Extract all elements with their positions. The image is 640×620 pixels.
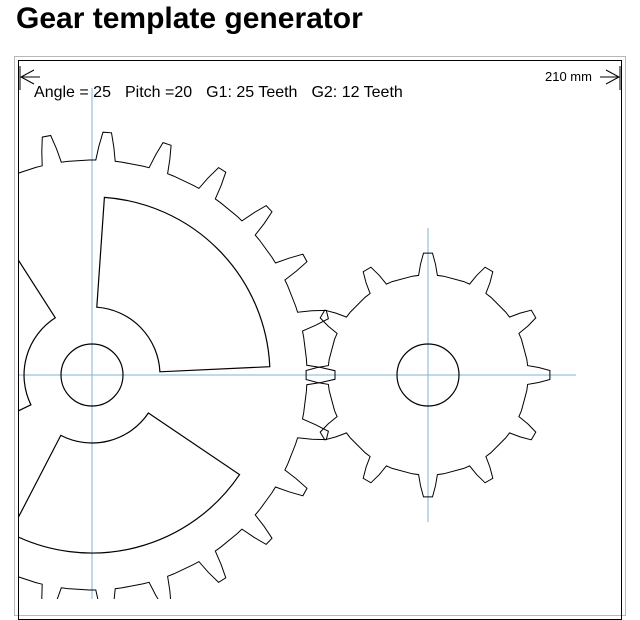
gear-1-bore [60, 343, 124, 407]
gear-parameters: Angle = 25 Pitch =20 G1: 25 Teeth G2: 12 Te… [26, 66, 417, 102]
gear-1-outline [19, 131, 336, 599]
gear-canvas [19, 66, 621, 599]
center-axes [19, 88, 576, 599]
width-arrows [19, 66, 621, 90]
gear-2-outline [305, 252, 551, 498]
angle-label: Angle = 25 [34, 84, 111, 101]
page-title: Gear template generator [16, 2, 363, 35]
gear-1-cutout [96, 196, 271, 373]
gear1-label: G1: 25 Teeth [206, 84, 298, 101]
gear-1-cutout [19, 260, 57, 412]
width-label: 210 mm [545, 69, 592, 84]
pitch-label: Pitch =20 [124, 84, 193, 101]
gear-1-cutout [19, 412, 241, 554]
gear-2-bore [396, 343, 460, 407]
gear-outlines [19, 131, 551, 599]
gear2-label: G2: 12 Teeth [311, 84, 403, 101]
